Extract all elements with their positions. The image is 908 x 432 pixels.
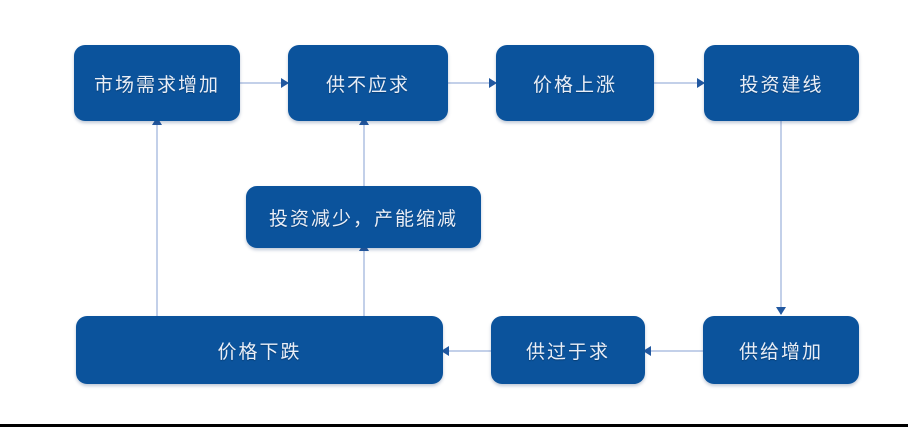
node-supply-up[interactable]: 供给增加 [703,316,859,384]
node-oversupply-label: 供过于求 [525,341,610,363]
connector-invest-down-to-supply-shortage [363,122,365,186]
node-demand-up-label: 市场需求增加 [93,74,220,96]
node-price-down-label: 价格下跌 [217,341,302,363]
node-price-down[interactable]: 价格下跌 [76,316,443,384]
node-price-up-label: 价格上涨 [532,74,617,96]
node-invest-down[interactable]: 投资减少，产能缩减 [246,186,481,248]
connector-price-up-to-invest-build [654,82,704,84]
connector-price-down-to-invest-down [363,248,365,316]
node-invest-build-label: 投资建线 [739,74,824,96]
connector-price-down-to-demand-up [156,122,158,316]
node-supply-shortage[interactable]: 供不应求 [288,45,448,121]
arrowhead-invest-build-to-supply-up [776,307,786,315]
node-oversupply[interactable]: 供过于求 [491,316,645,384]
arrowhead-supply-shortage-to-price-up [489,78,497,88]
arrowhead-invest-down-to-supply-shortage [359,117,369,125]
node-supply-shortage-label: 供不应求 [325,74,410,96]
node-invest-down-label: 投资减少，产能缩减 [268,208,458,230]
arrowhead-price-down-to-demand-up [152,117,162,125]
node-supply-up-label: 供给增加 [738,341,823,363]
arrowhead-demand-up-to-supply-shortage [281,78,289,88]
node-invest-build[interactable]: 投资建线 [704,45,859,121]
connector-supply-up-to-oversupply [645,350,705,352]
connector-supply-shortage-to-price-up [448,82,496,84]
connector-demand-up-to-supply-shortage [240,82,288,84]
connector-invest-build-to-supply-up [780,118,782,314]
connector-oversupply-to-price-down [443,350,503,352]
arrowhead-price-up-to-invest-build [697,78,705,88]
node-demand-up[interactable]: 市场需求增加 [74,45,240,121]
footer-divider [0,424,908,427]
arrowhead-oversupply-to-price-down [441,346,449,356]
arrowhead-supply-up-to-oversupply [643,346,651,356]
node-price-up[interactable]: 价格上涨 [496,45,654,121]
